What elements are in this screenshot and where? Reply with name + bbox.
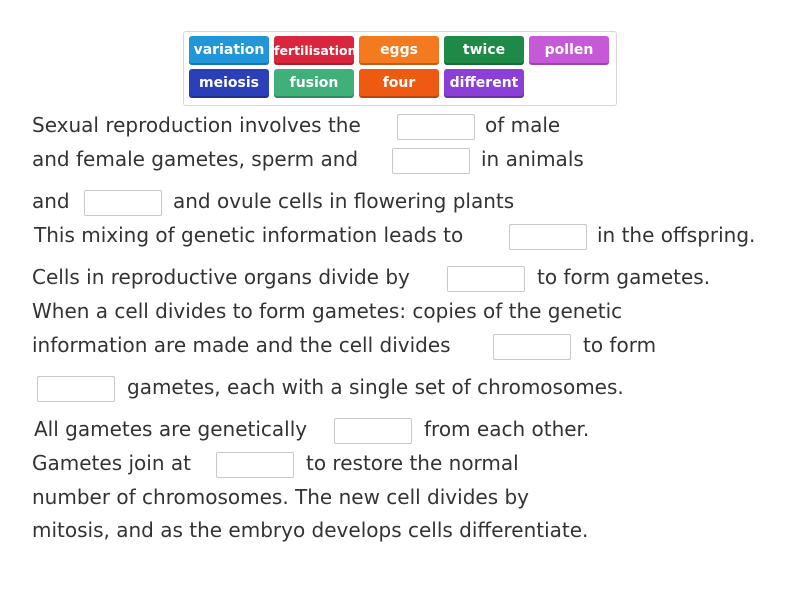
- word-tile-fusion[interactable]: fusion: [274, 69, 354, 98]
- word-tile-variation[interactable]: variation: [189, 36, 269, 65]
- answer-blank-4[interactable]: [509, 224, 587, 250]
- word-tile-meiosis[interactable]: meiosis: [189, 69, 269, 98]
- word-tile-eggs[interactable]: eggs: [359, 36, 439, 65]
- text-line: Gametes join at: [32, 451, 191, 475]
- answer-blank-5[interactable]: [447, 266, 525, 292]
- text-line: from each other.: [424, 417, 590, 441]
- word-tile-fertilisation[interactable]: fertilisation: [274, 36, 354, 65]
- word-tile-pollen[interactable]: pollen: [529, 36, 609, 65]
- text-line: of male: [485, 113, 561, 137]
- answer-blank-3[interactable]: [84, 190, 162, 216]
- text-line: gametes, each with a single set of chrom…: [127, 375, 624, 399]
- text-line: All gametes are genetically: [34, 417, 308, 441]
- text-line: to restore the normal: [306, 451, 519, 475]
- text-line: and: [32, 189, 70, 213]
- text-line: This mixing of genetic information leads…: [34, 223, 464, 247]
- text-line: number of chromosomes. The new cell divi…: [32, 485, 530, 509]
- answer-blank-1[interactable]: [397, 114, 475, 140]
- answer-blank-7[interactable]: [37, 376, 115, 402]
- text-line: Sexual reproduction involves the: [32, 113, 361, 137]
- text-line: and female gametes, sperm and: [32, 147, 359, 171]
- word-tile-four[interactable]: four: [359, 69, 439, 98]
- answer-blank-2[interactable]: [392, 148, 470, 174]
- text-line: and ovule cells in flowering plants: [173, 189, 515, 213]
- text-line: in animals: [481, 147, 584, 171]
- text-line: When a cell divides to form gametes: cop…: [32, 299, 623, 323]
- text-line: to form gametes.: [537, 265, 711, 289]
- text-line: to form: [583, 333, 657, 357]
- text-line: mitosis, and as the embryo develops cell…: [32, 518, 589, 542]
- answer-blank-6[interactable]: [493, 334, 571, 360]
- text-line: information are made and the cell divide…: [32, 333, 451, 357]
- answer-blank-9[interactable]: [216, 452, 294, 478]
- word-bank: variation fertilisation eggs twice polle…: [183, 31, 617, 106]
- answer-blank-8[interactable]: [334, 418, 412, 444]
- word-tile-different[interactable]: different: [444, 69, 524, 98]
- word-tile-twice[interactable]: twice: [444, 36, 524, 65]
- text-line: in the offspring.: [597, 223, 756, 247]
- text-line: Cells in reproductive organs divide by: [32, 265, 410, 289]
